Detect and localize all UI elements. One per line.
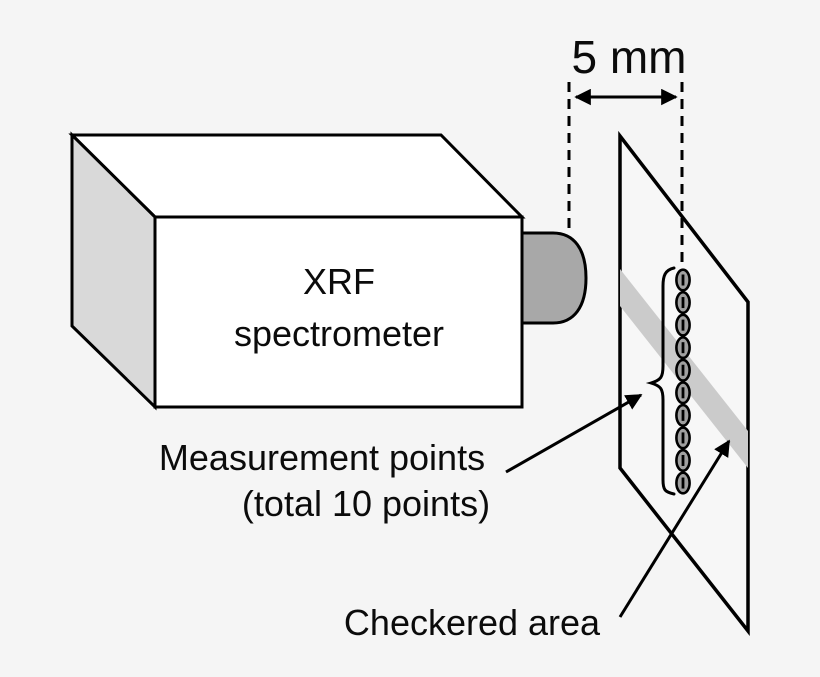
- checkered-area-label: Checkered area: [343, 602, 601, 643]
- measurement-points-label-line1: Measurement points: [158, 437, 486, 478]
- measurement-points: [675, 268, 691, 495]
- nozzle: [519, 231, 588, 325]
- distance-label: 5 mm: [571, 31, 687, 83]
- points-brace: [645, 266, 676, 496]
- checkered-area-arrow: [618, 439, 731, 618]
- device-label-line1: XRF: [303, 261, 375, 302]
- spectrometer-front-face: [153, 215, 524, 409]
- measurement-points-arrow: [505, 393, 643, 474]
- measurement-points-label-line2: (total 10 points): [241, 483, 491, 524]
- device-label-line2: spectrometer: [233, 313, 445, 354]
